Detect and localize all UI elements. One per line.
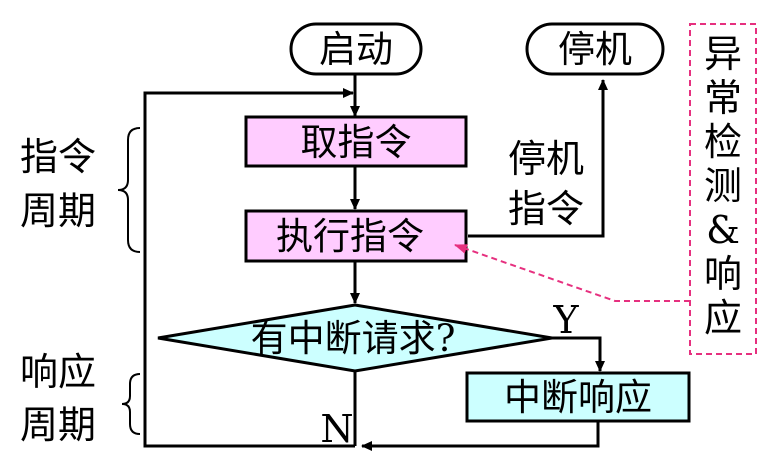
exception-note-char: 响 xyxy=(704,252,742,296)
exception-note-char: 检 xyxy=(704,120,742,164)
execute-instruction-label: 执行指令 xyxy=(276,215,424,258)
interrupt-response-box: 中断响应 xyxy=(465,371,691,423)
exception-note-char: & xyxy=(706,208,740,252)
execute-instruction-shape xyxy=(244,209,468,263)
execute-to-stop-line xyxy=(468,79,608,238)
interrupt-response-shape xyxy=(465,371,691,423)
exception-note-char: 应 xyxy=(704,296,742,340)
exception-note-frame xyxy=(689,23,757,355)
fetch-instruction-shape xyxy=(244,115,468,168)
response-cycle-label-line2: 周期 xyxy=(20,403,96,447)
stop-terminal-shape xyxy=(525,22,665,76)
exception-note-char: 常 xyxy=(704,76,742,120)
response-cycle-label-line1: 响应 xyxy=(20,350,96,394)
loop-back-line xyxy=(143,88,355,448)
connectors xyxy=(143,74,608,451)
halt-instruction-label-line2: 指令 xyxy=(508,187,584,231)
fetch-instruction-box: 取指令 xyxy=(244,115,468,168)
exception-note-char: 异 xyxy=(704,32,742,76)
exception-note-pointer xyxy=(454,244,690,302)
interrupt-response-label: 中断响应 xyxy=(504,376,652,419)
stop-terminal-label: 停机 xyxy=(558,28,632,71)
no-label: N xyxy=(320,407,353,451)
exception-note-char: 测 xyxy=(704,164,742,208)
interrupt-request-decision: 有中断请求? xyxy=(157,303,553,373)
instruction-cycle-brace xyxy=(117,127,141,253)
instruction-cycle-label-line2: 周期 xyxy=(20,189,96,233)
start-terminal: 启动 xyxy=(289,22,423,76)
instruction-cycle-label-line1: 指令 xyxy=(20,135,96,179)
decision-diamond xyxy=(157,303,553,373)
response-cycle-brace xyxy=(121,373,141,435)
response-to-merge-line xyxy=(361,422,600,451)
fetch-instruction-label: 取指令 xyxy=(301,121,412,164)
yes-label: Y xyxy=(552,298,579,342)
decision-yes-to-response-line xyxy=(552,336,605,372)
execute-instruction-box: 执行指令 xyxy=(244,209,468,263)
start-terminal-shape xyxy=(289,22,423,76)
halt-instruction-label-line1: 停机 xyxy=(508,137,584,181)
decision-label: 有中断请求? xyxy=(251,317,456,360)
stop-terminal: 停机 xyxy=(525,22,665,76)
start-terminal-label: 启动 xyxy=(319,28,393,71)
